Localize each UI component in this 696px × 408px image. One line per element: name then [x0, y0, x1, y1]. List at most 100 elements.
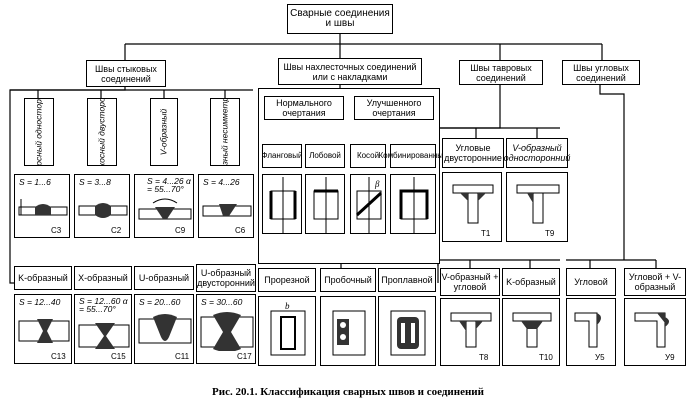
lap-improved-label: Улучшенного очертания	[366, 98, 422, 118]
butt-type-u-double: U-образный двусторонний	[196, 264, 256, 292]
lap-sketch-plug	[320, 296, 376, 366]
lap-sketch-drawing: b	[270, 301, 306, 356]
joint-panel-c13: S = 12...40 С13	[14, 294, 72, 364]
butt-type-k-label: K-образный	[18, 273, 68, 283]
butt-type-u-double-label: U-образный двусторонний	[197, 268, 255, 288]
category-corner-label: Швы угловых соединений	[573, 62, 629, 83]
butt-type-x-label: X-образный	[78, 273, 128, 283]
tee-type-fillet-double: Угловые двусторонние	[442, 138, 504, 168]
lap-type-melt-label: Проплавной	[381, 275, 433, 285]
lap-sketch-drawing	[313, 177, 339, 233]
butt-type-v: V-образный	[150, 98, 178, 166]
root-label: Сварные соединения и швы	[290, 8, 390, 29]
joint-sketch	[18, 199, 68, 216]
joint-panel-u9: У9	[624, 298, 686, 366]
tee-type-k-label: K-образный	[506, 277, 556, 287]
lap-type-plug: Пробочный	[320, 268, 376, 292]
root-node: Сварные соединения и швы	[287, 4, 393, 34]
lap-sketch-slot: b	[258, 296, 316, 366]
joint-param: S = 20...60	[139, 297, 181, 307]
slot-dim-label: b	[285, 301, 290, 311]
corner-type-fillet: Угловой	[566, 268, 616, 296]
joint-code: С2	[111, 226, 122, 235]
butt-type-square-double: Бесскосный двусторонний	[87, 98, 117, 166]
category-lap: Швы нахлесточных соединений или с наклад…	[278, 58, 422, 85]
lap-type-slot: Прорезной	[258, 268, 316, 292]
joint-param: S = 12...40	[19, 297, 61, 307]
category-corner: Швы угловых соединений	[562, 60, 640, 85]
butt-type-label: Бесскосный односторонний	[33, 98, 44, 166]
lap-sketch-drawing	[390, 310, 426, 356]
joint-sketch	[78, 323, 130, 349]
joint-sketch	[200, 312, 254, 351]
joint-code: С3	[51, 226, 62, 235]
category-butt: Швы стыковых соединений	[86, 60, 166, 87]
butt-type-label: V-образный несимметричный	[219, 98, 230, 166]
joint-panel-u5: У5	[566, 298, 616, 366]
lap-type-label: Фланговый	[261, 151, 303, 160]
butt-type-label: Бесскосный двусторонний	[96, 98, 107, 166]
joint-sketch	[138, 198, 192, 220]
lap-sketch-frontal	[305, 174, 345, 234]
category-butt-label: Швы стыковых соединений	[95, 63, 157, 84]
lap-type-melt: Проплавной	[378, 268, 436, 292]
lap-type-label: Комбинированный	[378, 151, 448, 160]
joint-code: Т10	[539, 353, 553, 362]
joint-sketch	[452, 184, 494, 224]
lap-normal: Нормального очертания	[264, 96, 344, 120]
lap-type-slot-label: Прорезной	[264, 275, 310, 285]
lap-sketch-flank	[262, 174, 302, 234]
butt-type-square-single: Бесскосный односторонний	[24, 98, 54, 166]
joint-param: S = 4...26	[203, 177, 240, 187]
lap-normal-label: Нормального очертания	[276, 98, 332, 118]
corner-type-fillet-label: Угловой	[574, 277, 608, 287]
lap-sketch-melt	[378, 296, 436, 366]
joint-panel-c17: S = 30...60 С17	[196, 294, 256, 364]
butt-type-x: X-образный	[74, 266, 132, 290]
lap-type-frontal: Лобовой	[305, 144, 345, 168]
joint-code: С15	[111, 352, 126, 361]
lap-type-label: Лобовой	[309, 151, 341, 160]
joint-sketch	[138, 314, 192, 344]
corner-type-v-fillet-label: Угловой + V-образный	[628, 272, 682, 292]
skew-angle-label: β	[374, 179, 380, 189]
lap-sketch-drawing	[399, 177, 429, 233]
lap-type-label: Косой	[356, 151, 380, 160]
lap-sketch-drawing: β	[355, 177, 383, 233]
butt-type-u: U-образный	[134, 266, 194, 290]
joint-panel-c2: S = 3...8 С2	[74, 174, 130, 238]
lap-type-flank: Фланговый	[261, 144, 303, 168]
joint-code: Т8	[479, 353, 489, 362]
joint-sketch	[18, 319, 70, 343]
joint-panel-c9: S = 4...26 α = 55...70° С9	[134, 174, 194, 238]
lap-sketch-drawing	[332, 310, 366, 356]
lap-type-plug-label: Пробочный	[324, 275, 372, 285]
tee-type-v-fillet: V-образный + угловой	[440, 268, 500, 296]
joint-param: S = 3...8	[79, 177, 111, 187]
lap-sketch-drawing	[269, 177, 297, 233]
joint-code: С9	[175, 226, 186, 235]
tee-type-v-single: V-образный односторонний	[503, 138, 571, 168]
joint-panel-t1: Т1	[442, 172, 502, 242]
joint-panel-c15: S = 12...60 α = 55...70° С15	[74, 294, 132, 364]
butt-type-u-label: U-образный	[138, 273, 190, 283]
joint-sketch	[634, 312, 669, 348]
tee-type-v-fillet-label: V-образный + угловой	[441, 272, 499, 292]
tee-type-label: V-образный односторонний	[503, 143, 571, 163]
butt-type-k: K-образный	[14, 266, 72, 290]
category-tee-label: Швы тавровых соединений	[470, 62, 532, 83]
joint-param: S = 12...60 α = 55...70°	[79, 296, 128, 314]
lap-improved: Улучшенного очертания	[354, 96, 434, 120]
butt-type-v-asym: V-образный несимметричный	[210, 98, 240, 166]
joint-code: У9	[665, 353, 675, 362]
joint-code: У5	[595, 353, 605, 362]
joint-sketch	[512, 312, 552, 348]
joint-code: С13	[51, 352, 66, 361]
joint-param: S = 30...60	[201, 297, 243, 307]
figure-caption: Рис. 20.1. Классификация сварных швов и …	[212, 386, 484, 398]
joint-panel-t10: Т10	[502, 298, 560, 366]
joint-sketch	[574, 312, 601, 348]
joint-panel-c3: S = 1...6 С3	[14, 174, 70, 238]
